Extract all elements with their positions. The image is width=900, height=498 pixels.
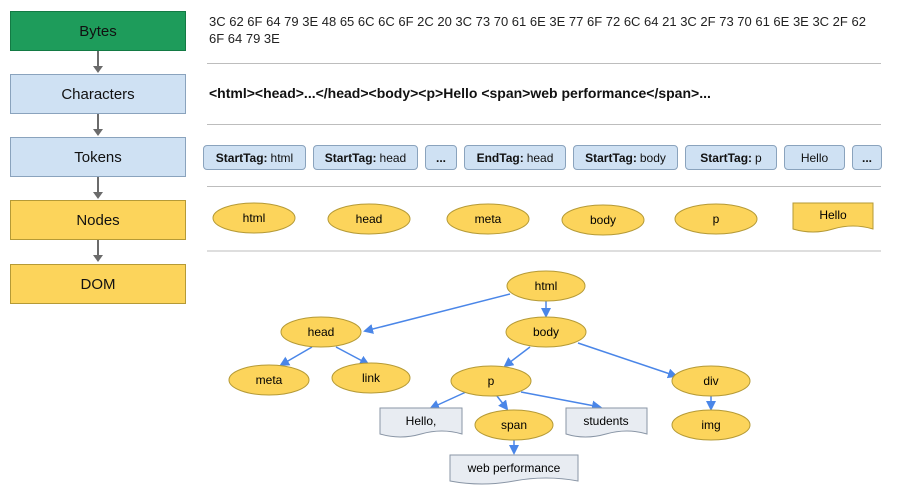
characters-text: <html><head>...</head><body><p>Hello <sp… [209,85,711,101]
token-kind: StartTag: [700,150,753,165]
dom-span-label: span [501,418,527,432]
step-dom: DOM [10,264,186,304]
dom-web-performance-label: web performance [467,461,561,475]
step-bytes: Bytes [10,11,186,51]
token-value: p [755,150,762,165]
edge-body-div [577,342,678,379]
dom-text-web-performance: web performance [449,454,579,485]
edge-p-students [520,391,602,411]
dom-node-img: img [671,409,751,441]
dom-node-span: span [474,409,554,441]
node-body-label: body [590,213,616,227]
dom-body-label: body [533,325,559,339]
token-ellipsis: ... [425,145,457,170]
arrow-bytes-characters [97,51,99,67]
step-nodes: Nodes [10,200,186,240]
token-ellipsis: ... [852,145,882,170]
dom-text-hello: Hello, [379,407,463,438]
token-value: head [526,150,554,165]
token-value: head [379,150,407,165]
step-characters-label: Characters [61,85,135,103]
step-tokens: Tokens [10,137,186,177]
arrow-head [93,192,103,199]
arrow-head [93,66,103,73]
dom-node-p: p [450,365,532,397]
dom-img-label: img [701,418,720,432]
dom-node-body: body [505,316,587,348]
token-kind: StartTag: [324,150,377,165]
edge-p-hello [429,391,467,410]
node-meta: meta [446,203,530,235]
node-html-label: html [243,211,266,225]
step-characters: Characters [10,74,186,114]
dom-text-students: students [565,407,648,438]
separator [207,124,881,125]
node-text-hello: Hello [792,202,874,233]
node-p-label: p [713,212,720,226]
arrow-head [93,255,103,262]
token-starttag-head: StartTag:head [313,145,418,170]
node-meta-label: meta [475,212,502,226]
token-value: ... [861,150,872,165]
token-starttag-html: StartTag:html [203,145,306,170]
token-value: html [270,150,294,165]
edge-p-span [496,395,509,411]
token-value: Hello [800,150,829,165]
token-kind: EndTag: [476,150,524,165]
dom-div-label: div [703,374,718,388]
token-value: ... [435,150,446,165]
separator [207,186,881,187]
edge-head-meta [279,346,313,367]
arrow-head [93,129,103,136]
node-html: html [212,202,296,234]
token-text-hello: Hello [784,145,845,170]
dom-edges [279,293,716,455]
dom-head-label: head [308,325,335,339]
step-dom-label: DOM [80,275,116,293]
node-p: p [674,203,758,235]
node-body: body [561,204,645,236]
token-starttag-p: StartTag:p [685,145,777,170]
node-head-label: head [356,212,383,226]
token-value: body [639,150,666,165]
token-kind: StartTag: [585,150,637,165]
node-head: head [327,203,411,235]
dom-node-meta: meta [228,364,310,396]
step-tokens-label: Tokens [74,148,122,166]
bytes-hex: 3C 62 6F 64 79 3E 48 65 6C 6C 6F 2C 20 3… [209,14,866,46]
token-endtag-head: EndTag:head [464,145,566,170]
dom-link-label: link [362,371,381,385]
dom-hello-label: Hello, [406,414,437,428]
edge-head-link [335,346,370,365]
edge-body-p [503,346,531,368]
token-starttag-body: StartTag:body [573,145,678,170]
dom-html-label: html [535,279,558,293]
arrow-nodes-dom [97,240,99,256]
arrow-characters-tokens [97,114,99,130]
dom-node-link: link [331,362,411,394]
dom-meta-label: meta [256,373,283,387]
dom-students-label: students [583,414,628,428]
dom-p-label: p [488,374,495,388]
step-bytes-label: Bytes [79,22,117,40]
separator [207,63,881,64]
arrow-tokens-nodes [97,177,99,193]
node-hello-label: Hello [819,208,847,222]
dom-node-head: head [280,316,362,348]
dom-node-html: html [506,270,586,302]
edge-html-head [363,293,511,334]
step-nodes-label: Nodes [76,211,120,229]
dom-node-div: div [671,365,751,397]
token-kind: StartTag: [215,150,268,165]
